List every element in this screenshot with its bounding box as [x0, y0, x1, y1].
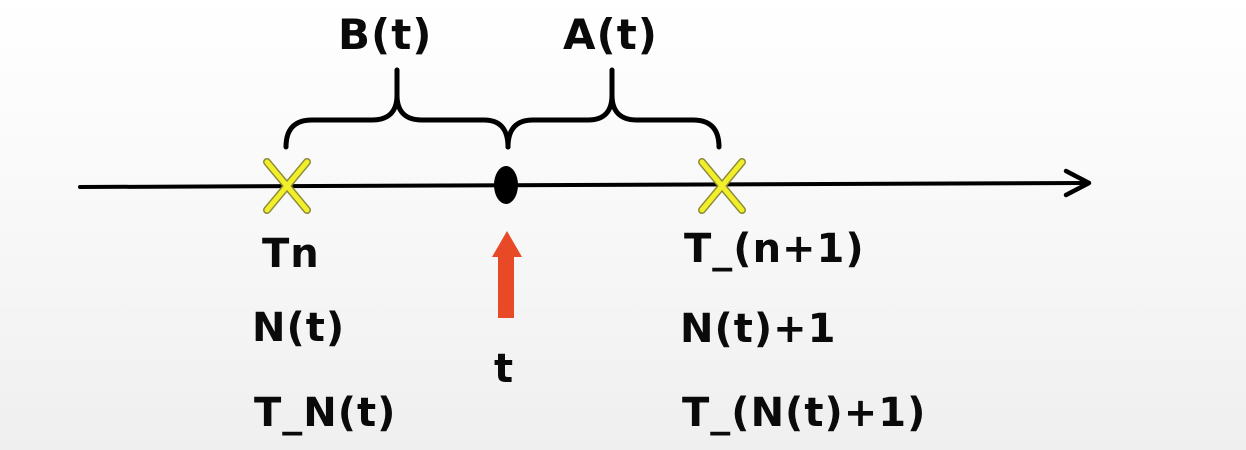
left-event-label-arrival: T_N(t): [254, 390, 397, 436]
left-event-cross-icon: [263, 158, 311, 214]
left-event-label-count: N(t): [252, 305, 346, 351]
right-event-label-arrival: T_(N(t)+1): [682, 390, 927, 436]
left-event-label-tn: Tn: [262, 231, 320, 277]
left-curly-brace: [283, 67, 511, 150]
time-axis-arrowhead-icon: [1063, 168, 1092, 198]
backward-recurrence-label: B(t): [338, 10, 433, 59]
right-event-label-count: N(t)+1: [680, 306, 837, 352]
right-curly-brace: [505, 67, 722, 150]
time-pointer-arrow-icon: [492, 231, 522, 318]
time-axis-line: [78, 181, 1087, 189]
right-event-label-next: T_(n+1): [684, 226, 865, 272]
current-time-label: t: [494, 346, 515, 392]
right-event-cross-icon: [698, 158, 746, 214]
time-point-dot-icon: [494, 166, 518, 204]
forward-recurrence-label: A(t): [563, 10, 658, 59]
